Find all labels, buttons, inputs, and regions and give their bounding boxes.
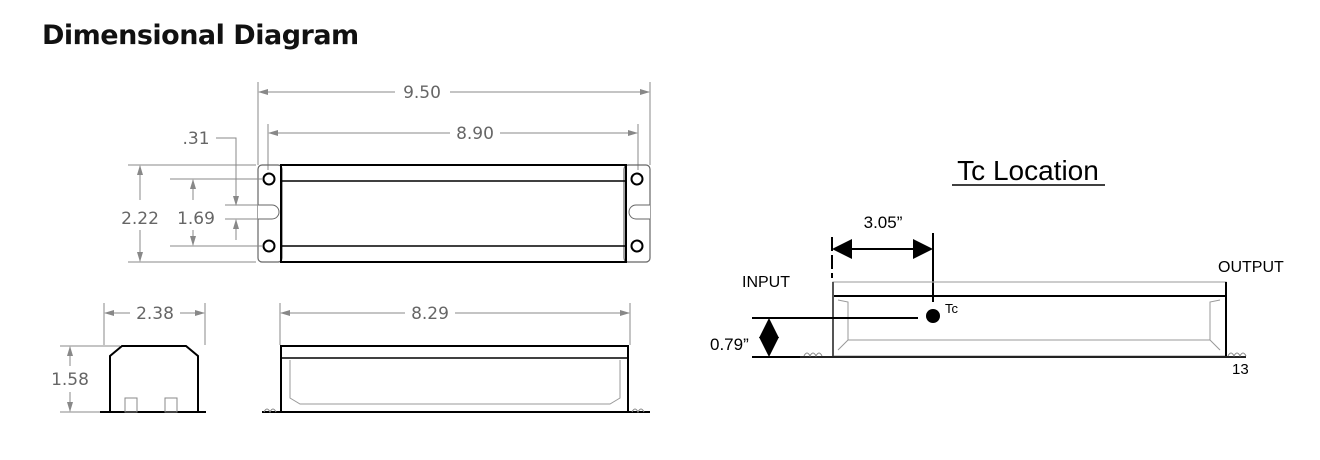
dim-overall-width: 2.22 bbox=[121, 209, 159, 229]
section-title: Dimensional Diagram bbox=[42, 20, 359, 51]
dim-overall-length: 9.50 bbox=[403, 83, 441, 103]
tc-location-title: Tc Location bbox=[957, 155, 1099, 186]
dim-mount-spacing: 8.90 bbox=[456, 124, 494, 144]
tc-horizontal-dim: 3.05” bbox=[864, 213, 903, 232]
output-label: OUTPUT bbox=[1218, 259, 1284, 276]
tc-vertical-dim: 0.79” bbox=[710, 335, 749, 354]
dim-end-width: 2.38 bbox=[136, 304, 174, 324]
side-view: 8.29 bbox=[262, 303, 650, 414]
end-view: 2.38 1.58 bbox=[51, 303, 206, 413]
dim-slot-offset: .31 bbox=[182, 129, 209, 149]
tc-point-label: Tc bbox=[945, 301, 959, 316]
dim-end-height: 1.58 bbox=[51, 370, 89, 390]
dim-mount-width-spacing: 1.69 bbox=[177, 209, 215, 229]
page-number: 13 bbox=[1232, 361, 1249, 378]
input-label: INPUT bbox=[742, 274, 790, 291]
top-view: 9.50 8.90 2.22 1.69 .31 bbox=[121, 82, 651, 263]
tc-point-marker bbox=[926, 309, 940, 323]
tc-location-diagram: Tc Location 3.05” INPUT OUTPUT Tc 0.79” … bbox=[710, 155, 1284, 378]
dim-body-length: 8.29 bbox=[411, 304, 449, 324]
